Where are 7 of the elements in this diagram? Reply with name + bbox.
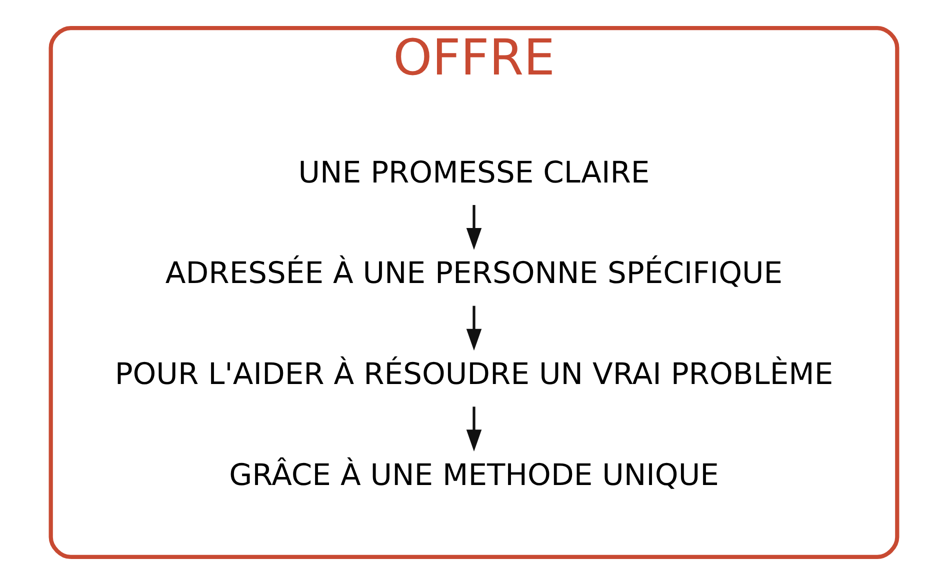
arrow: [466, 406, 482, 452]
node-text: POUR L'AIDER À RÉSOUDRE UN VRAI PROBLÈME: [114, 357, 834, 392]
arrow: [466, 306, 482, 351]
node-text: ADRESSÉE À UNE PERSONNE SPÉCIFIQUE: [165, 256, 783, 292]
node-text: GRÂCE À UNE METHODE UNIQUE: [229, 458, 719, 493]
arrow: [466, 205, 482, 250]
node-text: UNE PROMESSE CLAIRE: [298, 155, 650, 190]
